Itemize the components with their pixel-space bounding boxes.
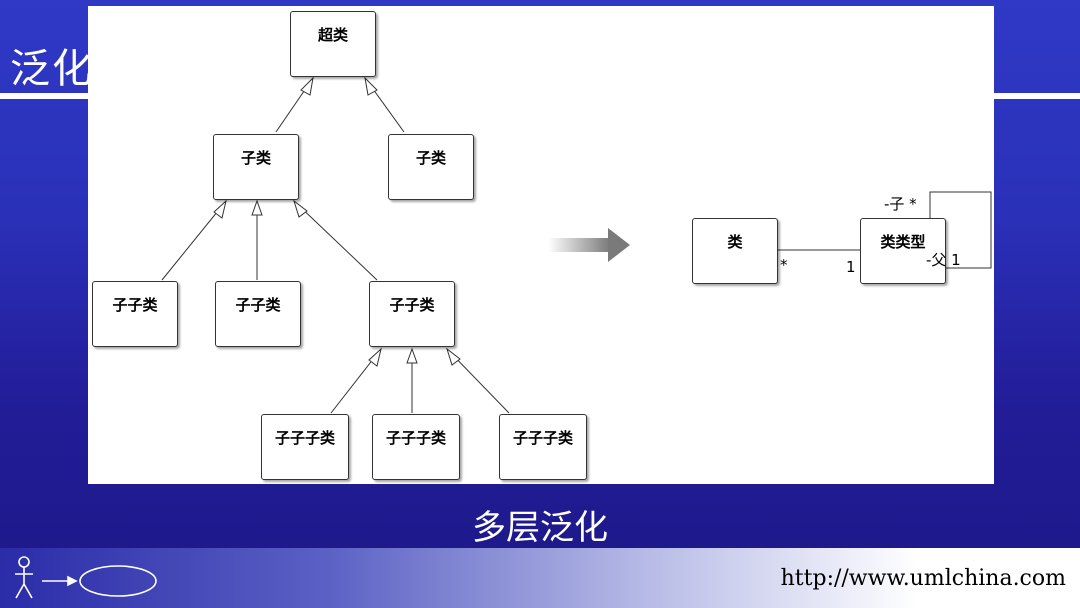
class-box-class: 类 — [692, 218, 778, 284]
class-box-class-type: 类类型 — [860, 218, 946, 284]
class-box-subsubclass: 子子类 — [92, 281, 178, 347]
generalization-arrowhead-icon — [300, 76, 314, 96]
slide-caption: 多层泛化 — [472, 508, 608, 548]
umlchina-logo — [15, 556, 157, 599]
class-box-subsubsubclass: 子子子类 — [261, 414, 349, 480]
diagram-connectors — [161, 76, 992, 414]
generalization-line — [161, 200, 227, 281]
arrow-icon — [42, 575, 78, 587]
footer-bar: http://www.umlchina.com — [0, 548, 1080, 608]
use-case-ellipse-icon — [79, 565, 157, 597]
footer-url[interactable]: http://www.umlchina.com — [780, 566, 1066, 591]
class-box-subclass: 子类 — [388, 134, 474, 200]
class-box-subclass: 子类 — [213, 134, 299, 200]
role-label-child: -子 * — [884, 195, 917, 213]
role-label-parent: -父 1 — [926, 251, 961, 269]
generalization-arrowhead-icon — [406, 347, 418, 364]
self-association-line — [929, 191, 992, 269]
generalization-line — [293, 200, 378, 281]
transform-arrow-icon — [548, 228, 630, 262]
class-box-superclass: 超类 — [290, 11, 376, 77]
diagram-panel: 超类 子类 子类 子子类 子子类 子子类 子子子类 子子子类 子子子类 类 类类… — [88, 6, 994, 484]
actor-icon — [15, 556, 33, 599]
slide-background: 泛化 — [0, 0, 1080, 548]
class-box-subsubclass: 子子类 — [369, 281, 455, 347]
multiplicity-label: 1 — [846, 258, 856, 276]
class-box-subsubsubclass: 子子子类 — [372, 414, 460, 480]
generalization-arrowhead-icon — [368, 347, 382, 367]
multiplicity-label: * — [780, 256, 788, 274]
generalization-arrowhead-icon — [364, 76, 378, 96]
class-box-subsubclass: 子子类 — [215, 281, 301, 347]
generalization-arrowhead-icon — [293, 199, 308, 218]
class-box-subsubsubclass: 子子子类 — [499, 414, 587, 480]
generalization-arrowhead-icon — [213, 199, 227, 219]
slide-title: 泛化 — [10, 46, 94, 92]
generalization-arrowhead-icon — [446, 347, 461, 366]
generalization-arrowhead-icon — [251, 199, 263, 216]
